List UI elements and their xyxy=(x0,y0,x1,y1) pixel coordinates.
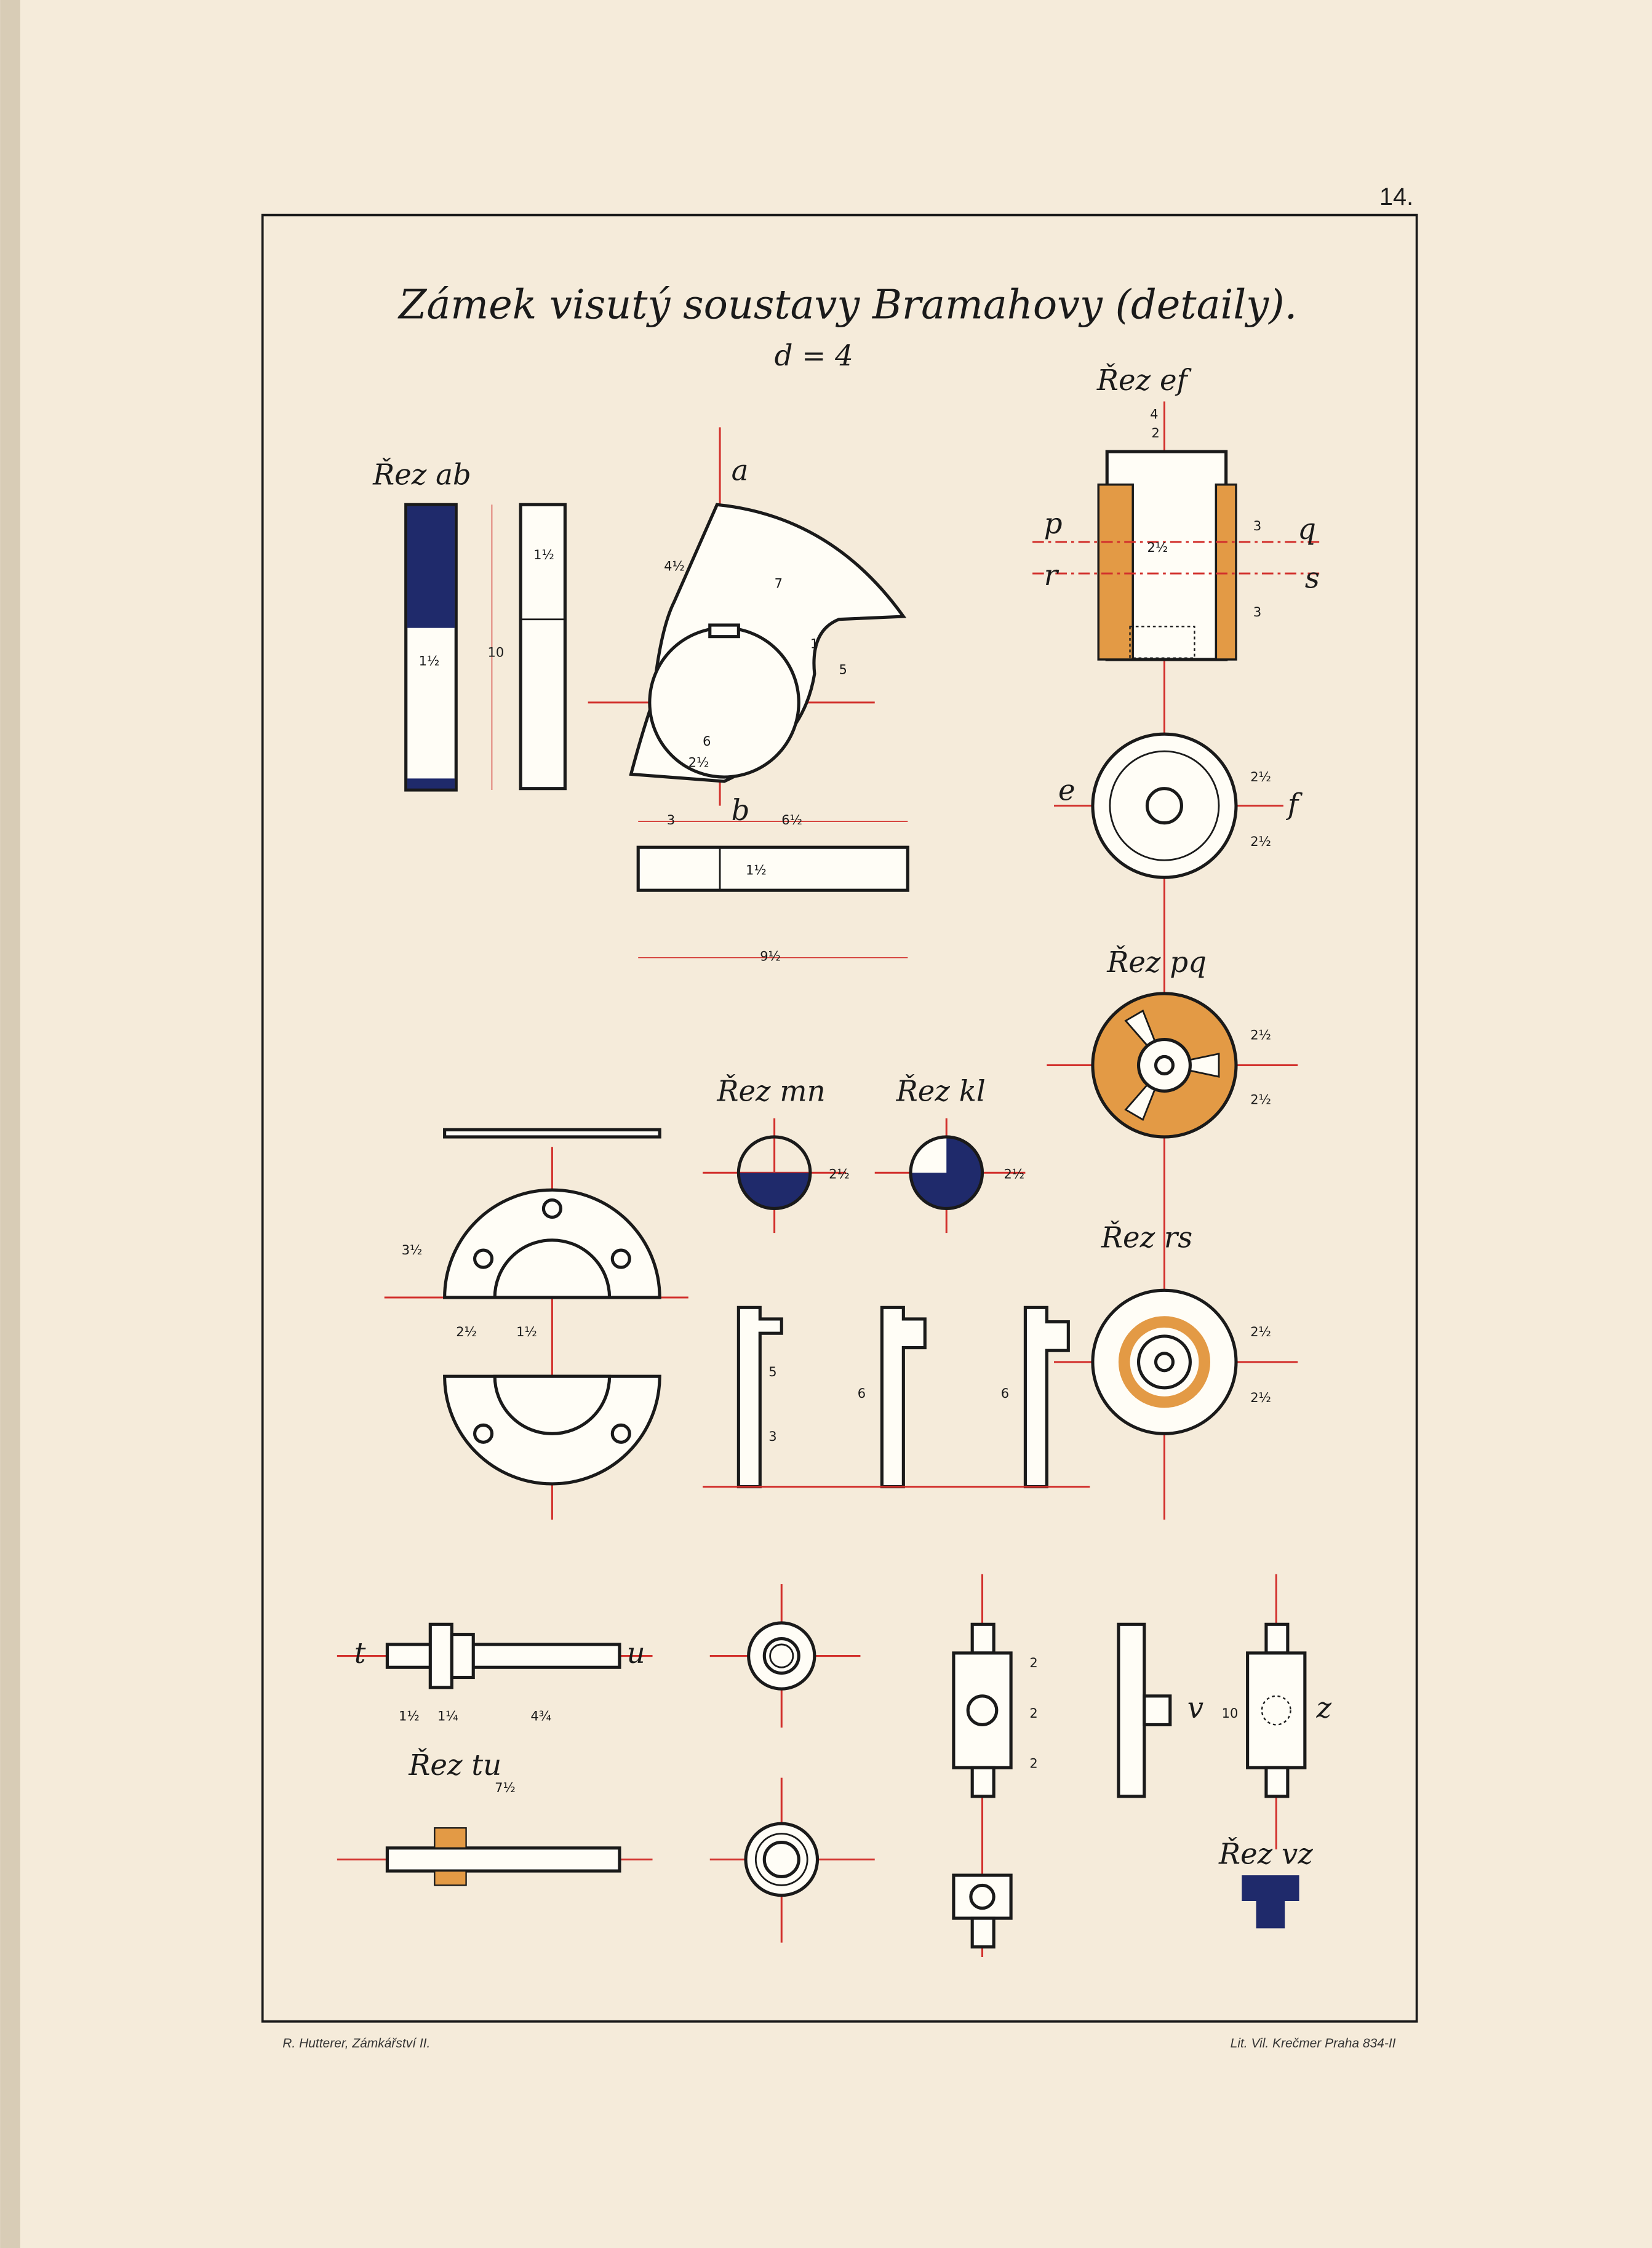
svg-text:2½: 2½ xyxy=(1147,540,1168,555)
svg-text:1¼: 1¼ xyxy=(437,1708,458,1723)
svg-text:4: 4 xyxy=(1150,407,1158,421)
footer-printer: Lit. Vil. Krečmer Praha 834-II xyxy=(1231,2036,1396,2051)
svg-text:t: t xyxy=(354,1636,366,1670)
svg-text:2½: 2½ xyxy=(1250,1390,1271,1405)
svg-text:z: z xyxy=(1315,1691,1331,1724)
scale-note: d = 4 xyxy=(775,339,853,372)
svg-text:2½: 2½ xyxy=(688,755,709,770)
svg-text:Řez ab: Řez ab xyxy=(372,458,471,492)
flat-bar: 3 6½ 1½ 9½ xyxy=(636,813,909,963)
tumbler-pins: 5 3 6 6 xyxy=(703,1305,1090,1489)
svg-text:Řez ef: Řez ef xyxy=(1096,363,1192,397)
svg-text:3½: 3½ xyxy=(402,1243,423,1258)
svg-text:2½: 2½ xyxy=(1250,1028,1271,1043)
svg-text:2½: 2½ xyxy=(1250,1092,1271,1107)
shaft-tu: t u 1½ 1¼ 4¾ Řez tu 7½ xyxy=(337,1584,875,1943)
svg-text:2: 2 xyxy=(1029,1656,1037,1670)
svg-text:v: v xyxy=(1187,1691,1203,1724)
svg-text:2½: 2½ xyxy=(1004,1167,1024,1182)
plate-frame xyxy=(261,213,1418,2023)
binding-edge xyxy=(0,0,20,2248)
svg-text:4½: 4½ xyxy=(664,559,685,573)
svg-text:Řez tu: Řez tu xyxy=(408,1748,501,1782)
cross-section-ef-view: e f 2½ 2½ xyxy=(1054,732,1303,879)
svg-text:9½: 9½ xyxy=(760,949,781,963)
section-pq: Řez pq 2½ 2½ xyxy=(1047,945,1298,1139)
section-mn: Řez mn 2½ xyxy=(703,1074,850,1234)
svg-text:7: 7 xyxy=(775,576,783,591)
svg-text:e: e xyxy=(1058,773,1075,807)
svg-text:2: 2 xyxy=(1029,1756,1037,1771)
svg-text:p: p xyxy=(1044,507,1063,540)
svg-text:a: a xyxy=(732,454,749,487)
svg-text:1½: 1½ xyxy=(533,548,554,562)
svg-text:10: 10 xyxy=(488,645,505,660)
section-ef: Řez ef p r q s 4 2 2½ 3 3 xyxy=(1032,363,1320,1520)
svg-text:1½: 1½ xyxy=(399,1708,420,1723)
svg-text:Řez mn: Řez mn xyxy=(716,1074,825,1108)
svg-text:s: s xyxy=(1305,561,1320,594)
svg-text:5: 5 xyxy=(768,1365,776,1379)
svg-text:6: 6 xyxy=(858,1386,866,1401)
svg-text:6½: 6½ xyxy=(781,813,802,827)
footer-author: R. Hutterer, Zámkářství II. xyxy=(282,2036,430,2051)
svg-text:2: 2 xyxy=(1029,1706,1037,1721)
svg-text:3: 3 xyxy=(1253,519,1261,533)
svg-text:3: 3 xyxy=(667,813,675,827)
svg-text:10: 10 xyxy=(1222,1706,1239,1721)
svg-text:Řez vz: Řez vz xyxy=(1218,1836,1313,1870)
svg-text:1½: 1½ xyxy=(419,653,440,668)
svg-text:r: r xyxy=(1044,559,1059,592)
section-rs: Řez rs 2½ 2½ xyxy=(1054,1220,1298,1435)
svg-text:2½: 2½ xyxy=(1250,770,1271,784)
svg-text:2½: 2½ xyxy=(456,1325,477,1339)
svg-text:2½: 2½ xyxy=(829,1167,850,1182)
svg-text:4¾: 4¾ xyxy=(530,1708,551,1723)
svg-text:5: 5 xyxy=(839,662,847,677)
svg-text:6: 6 xyxy=(703,734,711,749)
section-ab: Řez ab 10 1½ 1½ xyxy=(372,458,567,792)
svg-text:7½: 7½ xyxy=(495,1780,516,1795)
svg-text:3: 3 xyxy=(1253,605,1261,620)
svg-text:1½: 1½ xyxy=(516,1325,537,1339)
key-pieces: 2 2 2 v 10 z Řez vz xyxy=(952,1574,1331,1957)
page-number: 14. xyxy=(1379,183,1413,210)
svg-text:Řez rs: Řez rs xyxy=(1101,1220,1192,1254)
svg-text:q: q xyxy=(1298,512,1316,546)
plate-title: Zámek visutý soustavy Bramahovy (detaily… xyxy=(397,281,1297,328)
svg-text:1½: 1½ xyxy=(746,863,767,878)
svg-text:2½: 2½ xyxy=(1250,834,1271,849)
svg-text:Řez pq: Řez pq xyxy=(1106,945,1207,979)
section-kl: Řez kl 2½ xyxy=(874,1074,1026,1234)
svg-text:u: u xyxy=(627,1636,645,1670)
svg-text:2: 2 xyxy=(1151,426,1159,440)
svg-text:2½: 2½ xyxy=(1250,1325,1271,1339)
svg-text:6: 6 xyxy=(1001,1386,1009,1401)
split-ring-halves: 3½ 2½ 1½ xyxy=(384,1128,688,1520)
svg-text:1: 1 xyxy=(810,636,818,651)
svg-text:3: 3 xyxy=(768,1429,776,1444)
svg-text:Řez kl: Řez kl xyxy=(896,1074,986,1108)
cam-piece: a b 4½ 7 5 1 6 2½ xyxy=(588,427,907,827)
